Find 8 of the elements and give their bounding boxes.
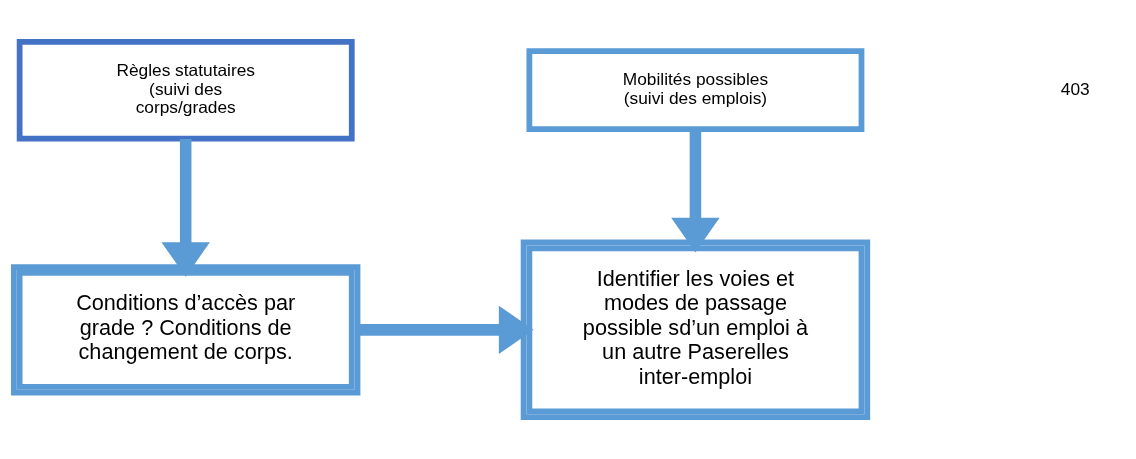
arrow bbox=[161, 138, 210, 277]
node-box: Identifier les voies et modes de passage possible sd’un emploi à un autre Paserelles inter-emploi bbox=[520, 239, 871, 421]
arrow bbox=[357, 305, 534, 355]
node-box: Conditions d’accès par grade ? Conditions de changement de corps. bbox=[10, 264, 361, 396]
label: 403 bbox=[1060, 78, 1090, 99]
arrow bbox=[671, 129, 720, 253]
node-box: Règles statutaires (suivi des corps/grades bbox=[16, 38, 355, 142]
node-box: Mobilités possibles (suivi des emplois) bbox=[526, 48, 865, 133]
